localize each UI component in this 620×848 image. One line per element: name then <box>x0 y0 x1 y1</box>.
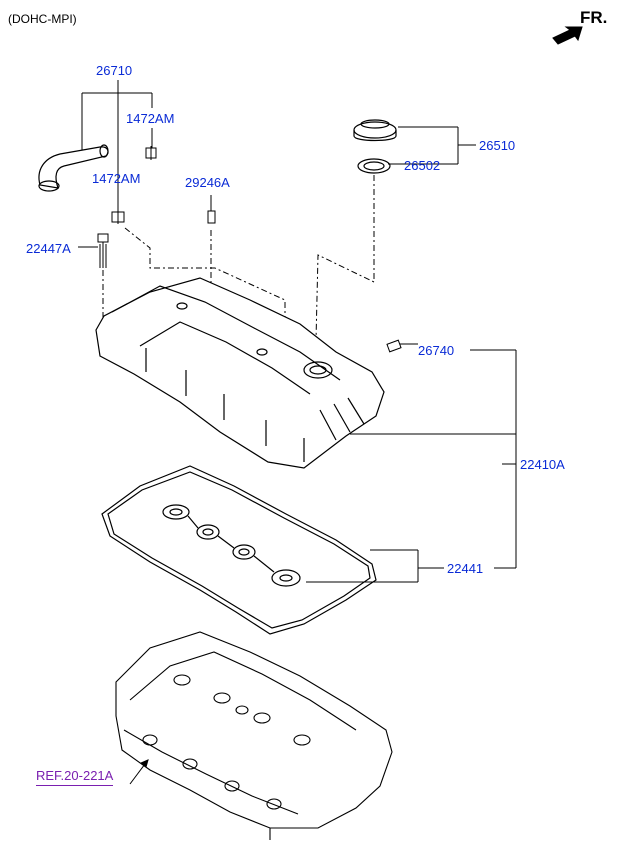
cylinder-head-reference-part <box>115 631 393 840</box>
engine-variant-label: (DOHC-MPI) <box>8 12 77 26</box>
part-number-29246a[interactable]: 29246A <box>185 175 230 190</box>
part-number-1472am-lower[interactable]: 1472AM <box>92 171 141 186</box>
cover-bolt-part <box>78 233 109 268</box>
part-number-26710[interactable]: 26710 <box>96 63 133 78</box>
part-number-1472am-upper[interactable]: 1472AM <box>126 111 175 126</box>
breather-hose-part <box>38 144 109 192</box>
oil-filler-gasket-part <box>357 158 391 174</box>
reference-leader-line <box>129 759 149 785</box>
part-number-26740[interactable]: 26740 <box>418 343 455 358</box>
sensor-part <box>386 339 418 353</box>
part-number-26502[interactable]: 26502 <box>404 158 441 173</box>
leader-lines-cap <box>388 126 476 165</box>
leader-lines-cover <box>306 349 517 583</box>
reference-link[interactable]: REF.20-221A <box>36 768 114 786</box>
assembly-dashed-lines <box>102 175 375 341</box>
hose-clamp-upper-part <box>145 146 157 160</box>
rocker-cover-part <box>95 277 385 469</box>
leader-lines-hose <box>81 80 153 212</box>
oil-filler-cap-part <box>353 119 397 142</box>
cover-gasket-part <box>101 465 377 635</box>
part-number-22441[interactable]: 22441 <box>447 561 484 576</box>
front-direction-label: FR. <box>580 8 608 27</box>
part-number-22410a[interactable]: 22410A <box>520 457 565 472</box>
front-direction-arrow-icon <box>552 26 583 45</box>
pcv-connector-part <box>207 195 216 224</box>
part-number-26510[interactable]: 26510 <box>479 138 516 153</box>
part-number-22447a[interactable]: 22447A <box>26 241 71 256</box>
